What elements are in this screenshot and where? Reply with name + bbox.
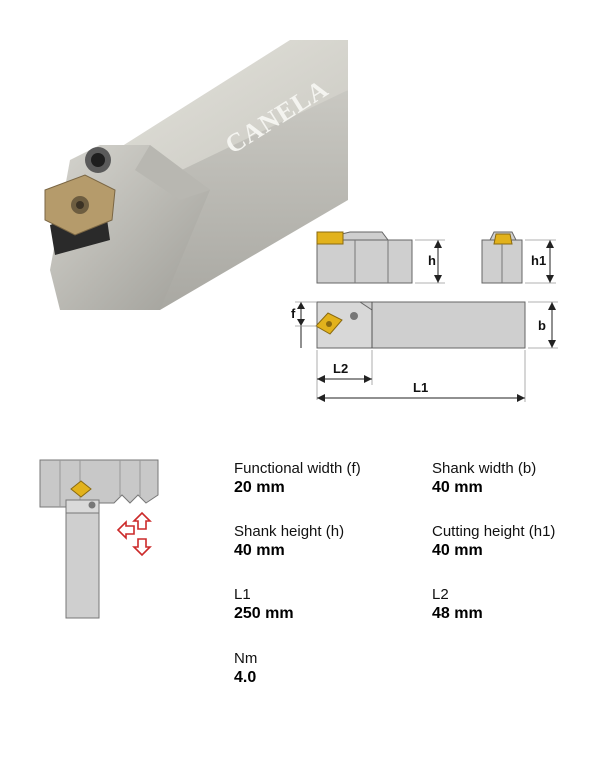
spec-l2: L2 48 mm bbox=[432, 586, 600, 624]
spec-cutting-height: Cutting height (h1) 40 mm bbox=[432, 523, 600, 561]
spec-value: 48 mm bbox=[432, 605, 483, 622]
spec-value: 40 mm bbox=[432, 479, 483, 496]
insert-icon bbox=[493, 233, 513, 245]
tool-holder-photo bbox=[44, 40, 348, 310]
insert-icon bbox=[316, 231, 344, 245]
f-label: f bbox=[291, 306, 296, 321]
spec-label: Shank width (b) bbox=[432, 460, 537, 477]
spec-value: 40 mm bbox=[432, 542, 483, 559]
h1-label: h1 bbox=[531, 253, 546, 268]
spec-nm: Nm 4.0 bbox=[234, 650, 414, 688]
spec-value: 20 mm bbox=[234, 479, 285, 496]
spec-l1: L1 250 mm bbox=[234, 586, 414, 624]
l2-label: L2 bbox=[333, 361, 348, 376]
spec-label: Nm bbox=[234, 650, 258, 667]
spec-label: Cutting height (h1) bbox=[432, 523, 556, 540]
application-orientation-icon bbox=[39, 459, 159, 619]
spec-value: 4.0 bbox=[234, 669, 257, 686]
spec-shank-height: Shank height (h) 40 mm bbox=[234, 523, 414, 561]
spec-value: 40 mm bbox=[234, 542, 285, 559]
spec-value: 250 mm bbox=[234, 605, 294, 622]
b-label: b bbox=[538, 318, 546, 333]
l1-label: L1 bbox=[413, 380, 428, 395]
spec-shank-width: Shank width (b) 40 mm bbox=[432, 460, 600, 498]
side-view: h bbox=[316, 231, 445, 284]
insert-icon bbox=[70, 480, 92, 498]
top-view: f b L2 L1 bbox=[291, 301, 558, 402]
dimension-diagram: h h1 f b bbox=[291, 231, 558, 402]
spec-label: Functional width (f) bbox=[234, 460, 361, 477]
spec-functional-width: Functional width (f) 20 mm bbox=[234, 460, 414, 498]
end-view: h1 bbox=[481, 231, 556, 284]
spec-label: L2 bbox=[432, 586, 449, 603]
spec-label: L1 bbox=[234, 586, 251, 603]
feed-direction-arrows bbox=[116, 511, 152, 557]
spec-label: Shank height (h) bbox=[234, 523, 345, 540]
h-label: h bbox=[428, 253, 436, 268]
